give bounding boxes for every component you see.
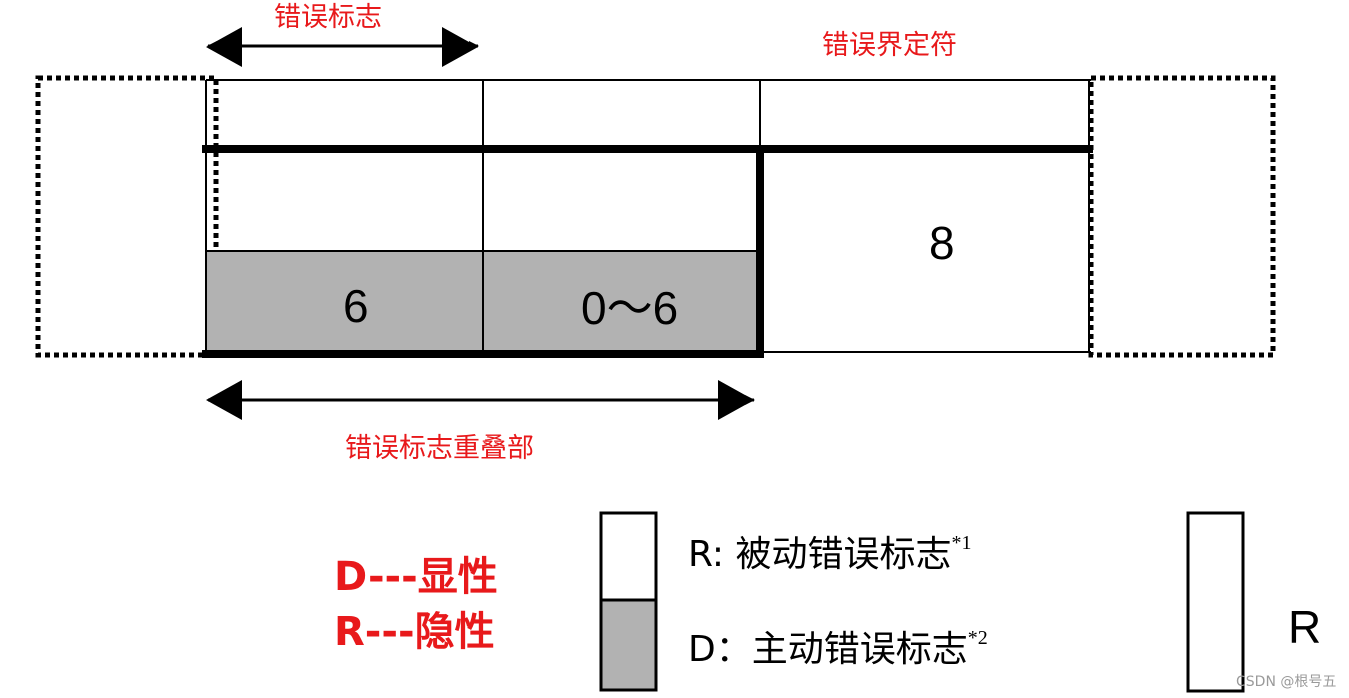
legend-recessive-text: R: 被动错误标志*1 — [688, 533, 971, 575]
right-dashed-field — [1088, 75, 1276, 358]
legend-dominant-text: D：主动错误标志*2 — [688, 628, 988, 670]
watermark: CSDN @根号五 — [1236, 674, 1337, 690]
legend-dominant-box — [599, 598, 658, 692]
legend-recessive-box — [599, 511, 658, 602]
footnote-1: *1 — [951, 532, 972, 554]
recessive-note: R---隐性 — [334, 609, 495, 655]
dominant-note: D---显性 — [334, 554, 498, 600]
error-flag-label: 错误标志 — [274, 2, 382, 33]
legend-dominant-label: D：主动错误标志 — [688, 629, 968, 670]
arrowhead-left-top — [206, 27, 242, 67]
dominant-cell-6 — [205, 250, 484, 353]
arrowhead-left-bottom — [206, 380, 242, 420]
dominant-cell-0-6 — [482, 250, 759, 353]
value-0-6: 0～6 — [581, 282, 679, 334]
error-delimiter-label: 错误界定符 — [822, 30, 957, 61]
left-dashed-field — [35, 75, 219, 358]
arrowhead-right-bottom — [718, 380, 754, 420]
frame-grid — [205, 79, 1091, 353]
legend-recessive-label: R: 被动错误标志 — [688, 534, 952, 575]
footnote-2: *2 — [967, 627, 988, 649]
thick-border — [202, 145, 1093, 358]
value-8: 8 — [929, 217, 955, 269]
arrowhead-right-top — [442, 27, 478, 67]
legend-r-box — [1186, 511, 1245, 693]
value-6: 6 — [343, 280, 369, 332]
overlap-label: 错误标志重叠部 — [345, 433, 534, 464]
legend-r-box-label: R — [1288, 601, 1322, 653]
